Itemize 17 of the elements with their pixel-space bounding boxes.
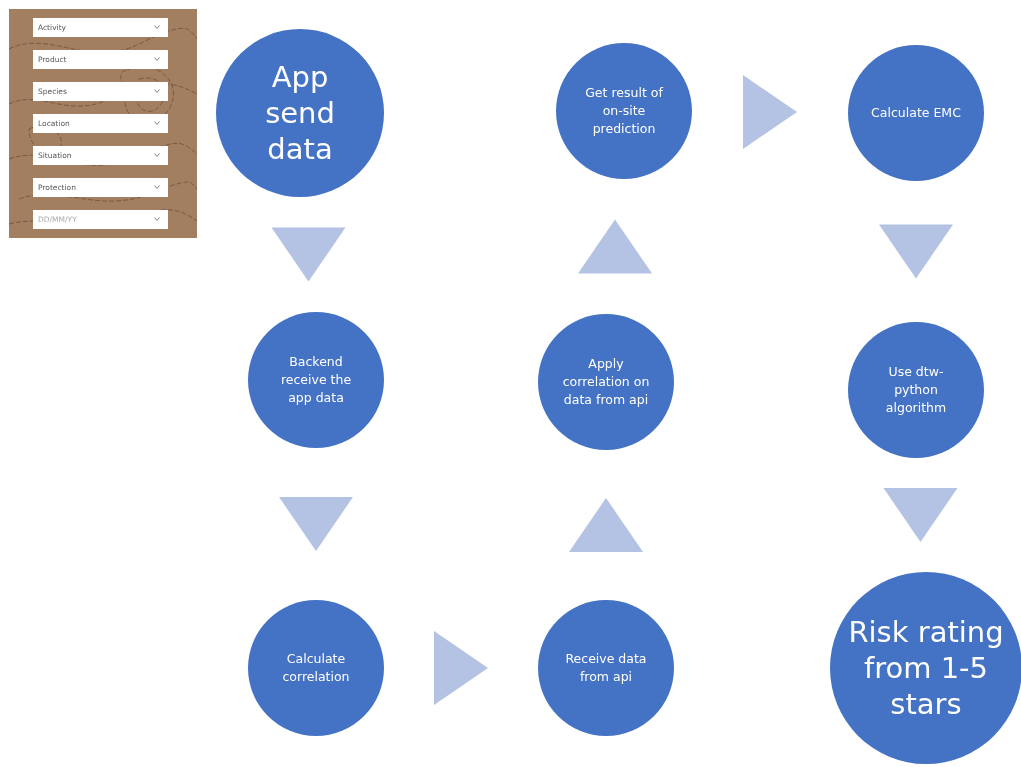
triangle-arrow	[883, 488, 958, 542]
step-text: Calculate EMC	[870, 103, 962, 122]
step-text: Use dtw-python algorithm	[884, 362, 948, 418]
triangle-arrow	[569, 498, 643, 552]
triangle-arrow	[879, 224, 953, 279]
step-text: Get result of on-site prediction	[584, 83, 664, 139]
triangle-arrow	[271, 227, 346, 282]
triangle-arrow	[279, 497, 353, 551]
step-text: Backend receive the app data	[279, 352, 353, 408]
step-text: Calculate correlation	[281, 649, 351, 686]
triangle-arrow	[743, 75, 797, 149]
step-text: Risk rating from 1-5 stars	[847, 613, 1005, 723]
step-text: Apply correlation on data from api	[561, 354, 651, 410]
step-text: Receive data from api	[564, 649, 648, 686]
triangle-arrow	[434, 631, 488, 705]
step-text: App send data	[264, 58, 336, 168]
triangle-arrow	[578, 219, 652, 274]
